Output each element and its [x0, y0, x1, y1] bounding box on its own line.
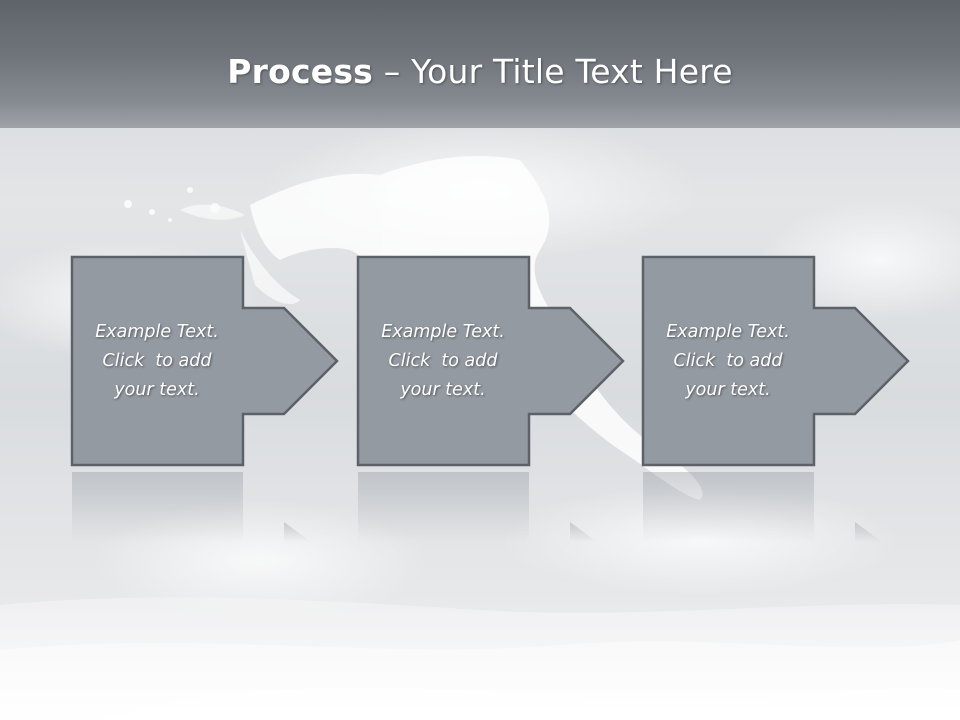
splash-figure — [124, 155, 703, 500]
step-1-reflection — [72, 472, 311, 542]
title-bar: Process – Your Title Text Here — [0, 0, 960, 128]
step-3-reflection — [643, 472, 882, 542]
step-text-line-2: Click to add — [673, 350, 783, 371]
process-step-1[interactable]: Example Text. Click to add your text. — [70, 255, 343, 468]
arrow-shape — [356, 255, 625, 467]
step-text-line-2: Click to add — [388, 350, 498, 371]
step-text-line-3: your text. — [685, 379, 771, 400]
step-text-line-3: your text. — [400, 379, 486, 400]
step-text-line-3: your text. — [114, 379, 200, 400]
arrow-shape — [70, 255, 339, 467]
step-text: Example Text. Click to add your text. — [357, 256, 529, 466]
step-text-line-1: Example Text. — [666, 321, 790, 342]
step-text-line-2: Click to add — [102, 350, 212, 371]
arrow-shape — [641, 255, 910, 467]
step-text-line-1: Example Text. — [381, 321, 505, 342]
step-2-reflection — [358, 472, 597, 542]
step-text-line-1: Example Text. — [95, 321, 219, 342]
step-text: Example Text. Click to add your text. — [642, 256, 814, 466]
process-step-2[interactable]: Example Text. Click to add your text. — [356, 255, 629, 468]
process-step-3[interactable]: Example Text. Click to add your text. — [641, 255, 914, 468]
title-bold: Process — [227, 52, 374, 91]
step-text: Example Text. Click to add your text. — [71, 256, 243, 466]
title-rest: – Your Title Text Here — [373, 52, 733, 91]
slide-title[interactable]: Process – Your Title Text Here — [0, 52, 960, 91]
